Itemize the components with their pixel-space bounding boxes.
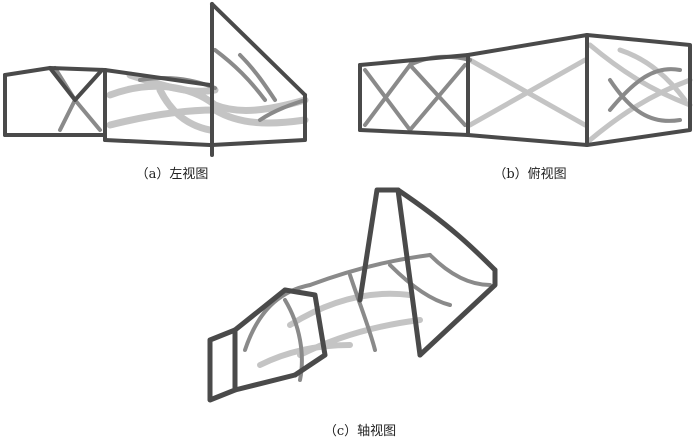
front-bulkhead [207,327,238,403]
hoop-stay [210,2,307,97]
front-hoop [282,287,328,378]
mid-member [308,253,432,287]
mid-member [363,63,467,134]
mid-member [283,298,304,382]
light-member [587,77,693,143]
frame-top-view-drawing [358,33,693,147]
caption-left-view: （a）左视图 [135,167,209,182]
left-side-rail [466,33,589,57]
left-front-rail [358,53,470,67]
caption-top-view: （b）俯视图 [493,167,567,182]
light-member [106,82,309,114]
light-member [257,342,353,368]
mid-member [608,78,682,123]
right-side-rail [466,133,589,147]
frame-isometric-view-drawing [207,187,498,403]
isometric-view [200,185,510,415]
light-member [126,71,219,95]
light-member [211,106,309,127]
mid-member [238,53,277,102]
mid-member [243,283,312,352]
top-view [350,30,698,160]
light-member [106,106,219,129]
mid-lower-rail [103,138,212,147]
rear-lower-rail [417,267,498,358]
right-front-rail [232,372,298,393]
light-member [587,42,693,108]
mid-member [348,273,377,352]
main-hoop [357,187,423,358]
side-view [0,0,320,160]
mid-member [428,253,492,287]
mid-member [258,98,307,122]
mid-member [73,98,102,132]
caption-isometric-view: （c）轴视图 [323,424,397,439]
frame-side-view-drawing [3,2,309,157]
mid-member [213,48,267,102]
rear-frame [210,93,307,147]
mid-member [388,263,452,307]
light-member [467,57,588,128]
light-member [287,290,413,328]
light-member [156,86,214,134]
mid-upper-rail [103,68,212,87]
mid-member [608,67,682,112]
right-front-rail [358,128,470,137]
front-cross-brace [48,66,104,102]
rear-frame [585,33,692,147]
upper-rear-rail [395,187,498,273]
left-front-rail [232,287,288,333]
mid-member [363,61,467,127]
